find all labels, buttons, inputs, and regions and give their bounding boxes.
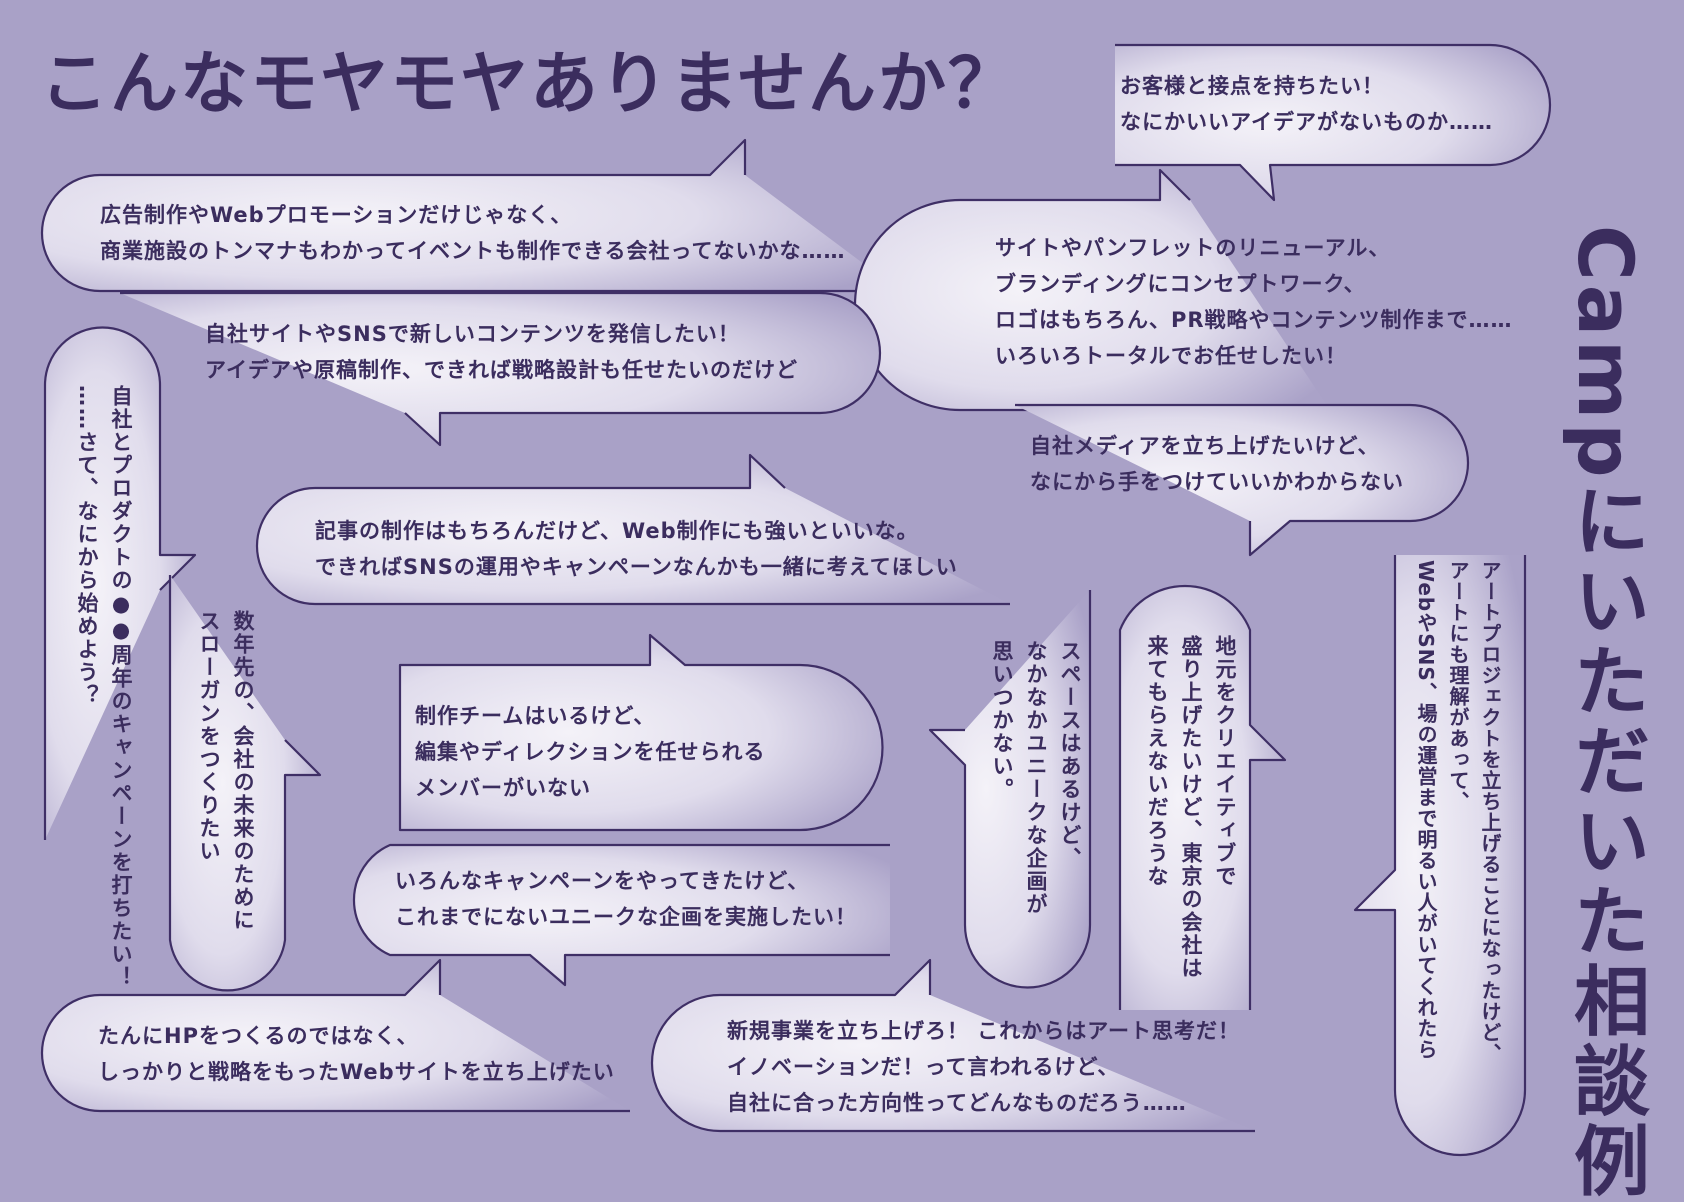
speech-bubble-13 (352, 843, 890, 987)
bubble-line: WebやSNS、場の運営まで明るい人がいてくれたら (1414, 560, 1438, 1060)
page-title: こんなモヤモヤありませんか？ (40, 45, 1018, 124)
bubble-line: 広告制作やWebプロモーションだけじゃなく、 (100, 203, 573, 227)
speech-bubble-4 (120, 291, 882, 447)
bubble-text-11: 地元をクリエイティブで 盛り上げたいけど、東京の会社は 来てもらえないだろうな (1140, 635, 1242, 980)
bubble-line: 盛り上げたいけど、東京の会社は (1179, 635, 1203, 980)
bubble-text-12: アートプロジェクトを立ち上げることになったけど、 アートにも理解があって、 We… (1410, 560, 1506, 1064)
bubble-line: 思いつかない。 (990, 640, 1014, 801)
bubble-line: できればSNSの運用やキャンペーンなんかも一緒に考えてほしい (315, 555, 958, 579)
bubble-line: イノベーションだ！って言われるけど、 (727, 1055, 1120, 1079)
bubble-line: 自社サイトやSNSで新しいコンテンツを発信したい！ (205, 322, 740, 346)
bubble-text-9: 制作チームはいるけど、 編集やディレクションを任せられる メンバーがいない (415, 698, 766, 806)
bubble-line: 制作チームはいるけど、 (415, 704, 656, 728)
bubble-line: 自社に合った方向性ってどんなものだろう…… (727, 1091, 1187, 1115)
bubble-line: アイデアや原稿制作、できれば戦略設計も任せたいのだけど (205, 358, 798, 382)
speech-bubble-8 (168, 575, 322, 992)
bubble-text-8: 数年先の、会社の未来のために スローガンをつくりたい (192, 610, 260, 932)
bubble-line: 新規事業を立ち上げろ！ これからはアート思考だ！ (727, 1019, 1241, 1043)
bubble-line: いろんなキャンペーンをやってきたけど、 (395, 869, 810, 893)
speech-bubble-14 (40, 958, 630, 1113)
speech-bubble-2 (40, 138, 900, 293)
bubble-line: これまでにないユニークな企画を実施したい！ (395, 905, 857, 929)
bubble-line: サイトやパンフレットのリニューアル、 (995, 236, 1391, 260)
speech-bubble-1 (1115, 43, 1552, 202)
bubble-line: なにから手をつけていいかわからない (1030, 470, 1404, 494)
bubble-line: しっかりと戦略をもったWebサイトを立ち上げたい (98, 1060, 615, 1084)
bubble-line: 商業施設のトンマナもわかってイベントも制作できる会社ってないかな…… (100, 239, 846, 263)
bubble-line: アートにも理解があって、 (1446, 560, 1470, 812)
bubble-line: 来てもらえないだろうな (1145, 635, 1169, 888)
bubble-line: メンバーがいない (415, 776, 591, 800)
bubble-text-6: 記事の制作はもちろんだけど、Web制作にも強いといいな。 できればSNSの運用や… (315, 513, 958, 585)
bubble-line: なにかいいアイデアがないものか…… (1120, 110, 1493, 134)
bubble-text-1: お客様と接点を持ちたい！ なにかいいアイデアがないものか…… (1120, 68, 1493, 140)
bubble-line: ……さて、なにから始めよう？ (75, 385, 99, 707)
bubble-text-14: たんにHPをつくるのではなく、 しっかりと戦略をもったWebサイトを立ち上げたい (98, 1018, 615, 1090)
speech-bubble-6 (255, 453, 1010, 606)
bubble-line: 記事の制作はもちろんだけど、Web制作にも強いといいな。 (315, 519, 919, 543)
bubble-line: 地元をクリエイティブで (1213, 635, 1237, 888)
bubble-line: ロゴはもちろん、PR戦略やコンテンツ制作まで…… (995, 308, 1513, 332)
speech-bubble-10 (928, 590, 1092, 989)
speech-bubble-5 (1015, 403, 1470, 557)
bubble-line: 自社メディアを立ち上げたいけど、 (1030, 434, 1380, 458)
speech-bubble-7 (43, 326, 197, 840)
speech-bubble-3 (853, 168, 1330, 412)
side-heading: Campにいただいた相談例 (1561, 225, 1650, 1202)
bubble-line: いろいろトータルでお任せしたい！ (995, 344, 1347, 368)
bubble-text-5: 自社メディアを立ち上げたいけど、 なにから手をつけていいかわからない (1030, 428, 1404, 500)
bubble-line: 自社とプロダクトの●●周年のキャンペーンを打ちたい！ (109, 385, 133, 989)
bubble-line: スペースはあるけど、 (1058, 640, 1082, 870)
bubble-text-4: 自社サイトやSNSで新しいコンテンツを発信したい！ アイデアや原稿制作、できれば… (205, 316, 798, 388)
bubble-text-15: 新規事業を立ち上げろ！ これからはアート思考だ！ イノベーションだ！って言われる… (727, 1013, 1240, 1121)
speech-bubble-12 (1353, 555, 1527, 1157)
bubble-text-2: 広告制作やWebプロモーションだけじゃなく、 商業施設のトンマナもわかってイベン… (100, 197, 845, 269)
bubble-line: アートプロジェクトを立ち上げることになったけど、 (1478, 560, 1502, 1064)
bubble-line: ブランディングにコンセプトワーク、 (995, 272, 1366, 296)
bubble-text-7: 自社とプロダクトの●●周年のキャンペーンを打ちたい！ ……さて、なにから始めよう… (70, 385, 138, 989)
speech-bubble-15 (650, 958, 1255, 1133)
speech-bubble-9 (398, 633, 884, 832)
bubble-line: スローガンをつくりたい (197, 610, 221, 863)
bubble-text-10: スペースはあるけど、 なかなかユニークな企画が 思いつかない。 (985, 640, 1087, 916)
bubble-line: 編集やディレクションを任せられる (415, 740, 766, 764)
bubble-line: お客様と接点を持ちたい！ (1120, 74, 1384, 98)
bubble-text-13: いろんなキャンペーンをやってきたけど、 これまでにないユニークな企画を実施したい… (395, 863, 857, 935)
bubble-line: たんにHPをつくるのではなく、 (98, 1024, 419, 1048)
bubble-text-3: サイトやパンフレットのリニューアル、 ブランディングにコンセプトワーク、 ロゴは… (995, 230, 1513, 374)
bubble-line: 数年先の、会社の未来のために (231, 610, 255, 932)
bubble-line: なかなかユニークな企画が (1024, 640, 1048, 916)
speech-bubble-11 (1118, 584, 1287, 1010)
